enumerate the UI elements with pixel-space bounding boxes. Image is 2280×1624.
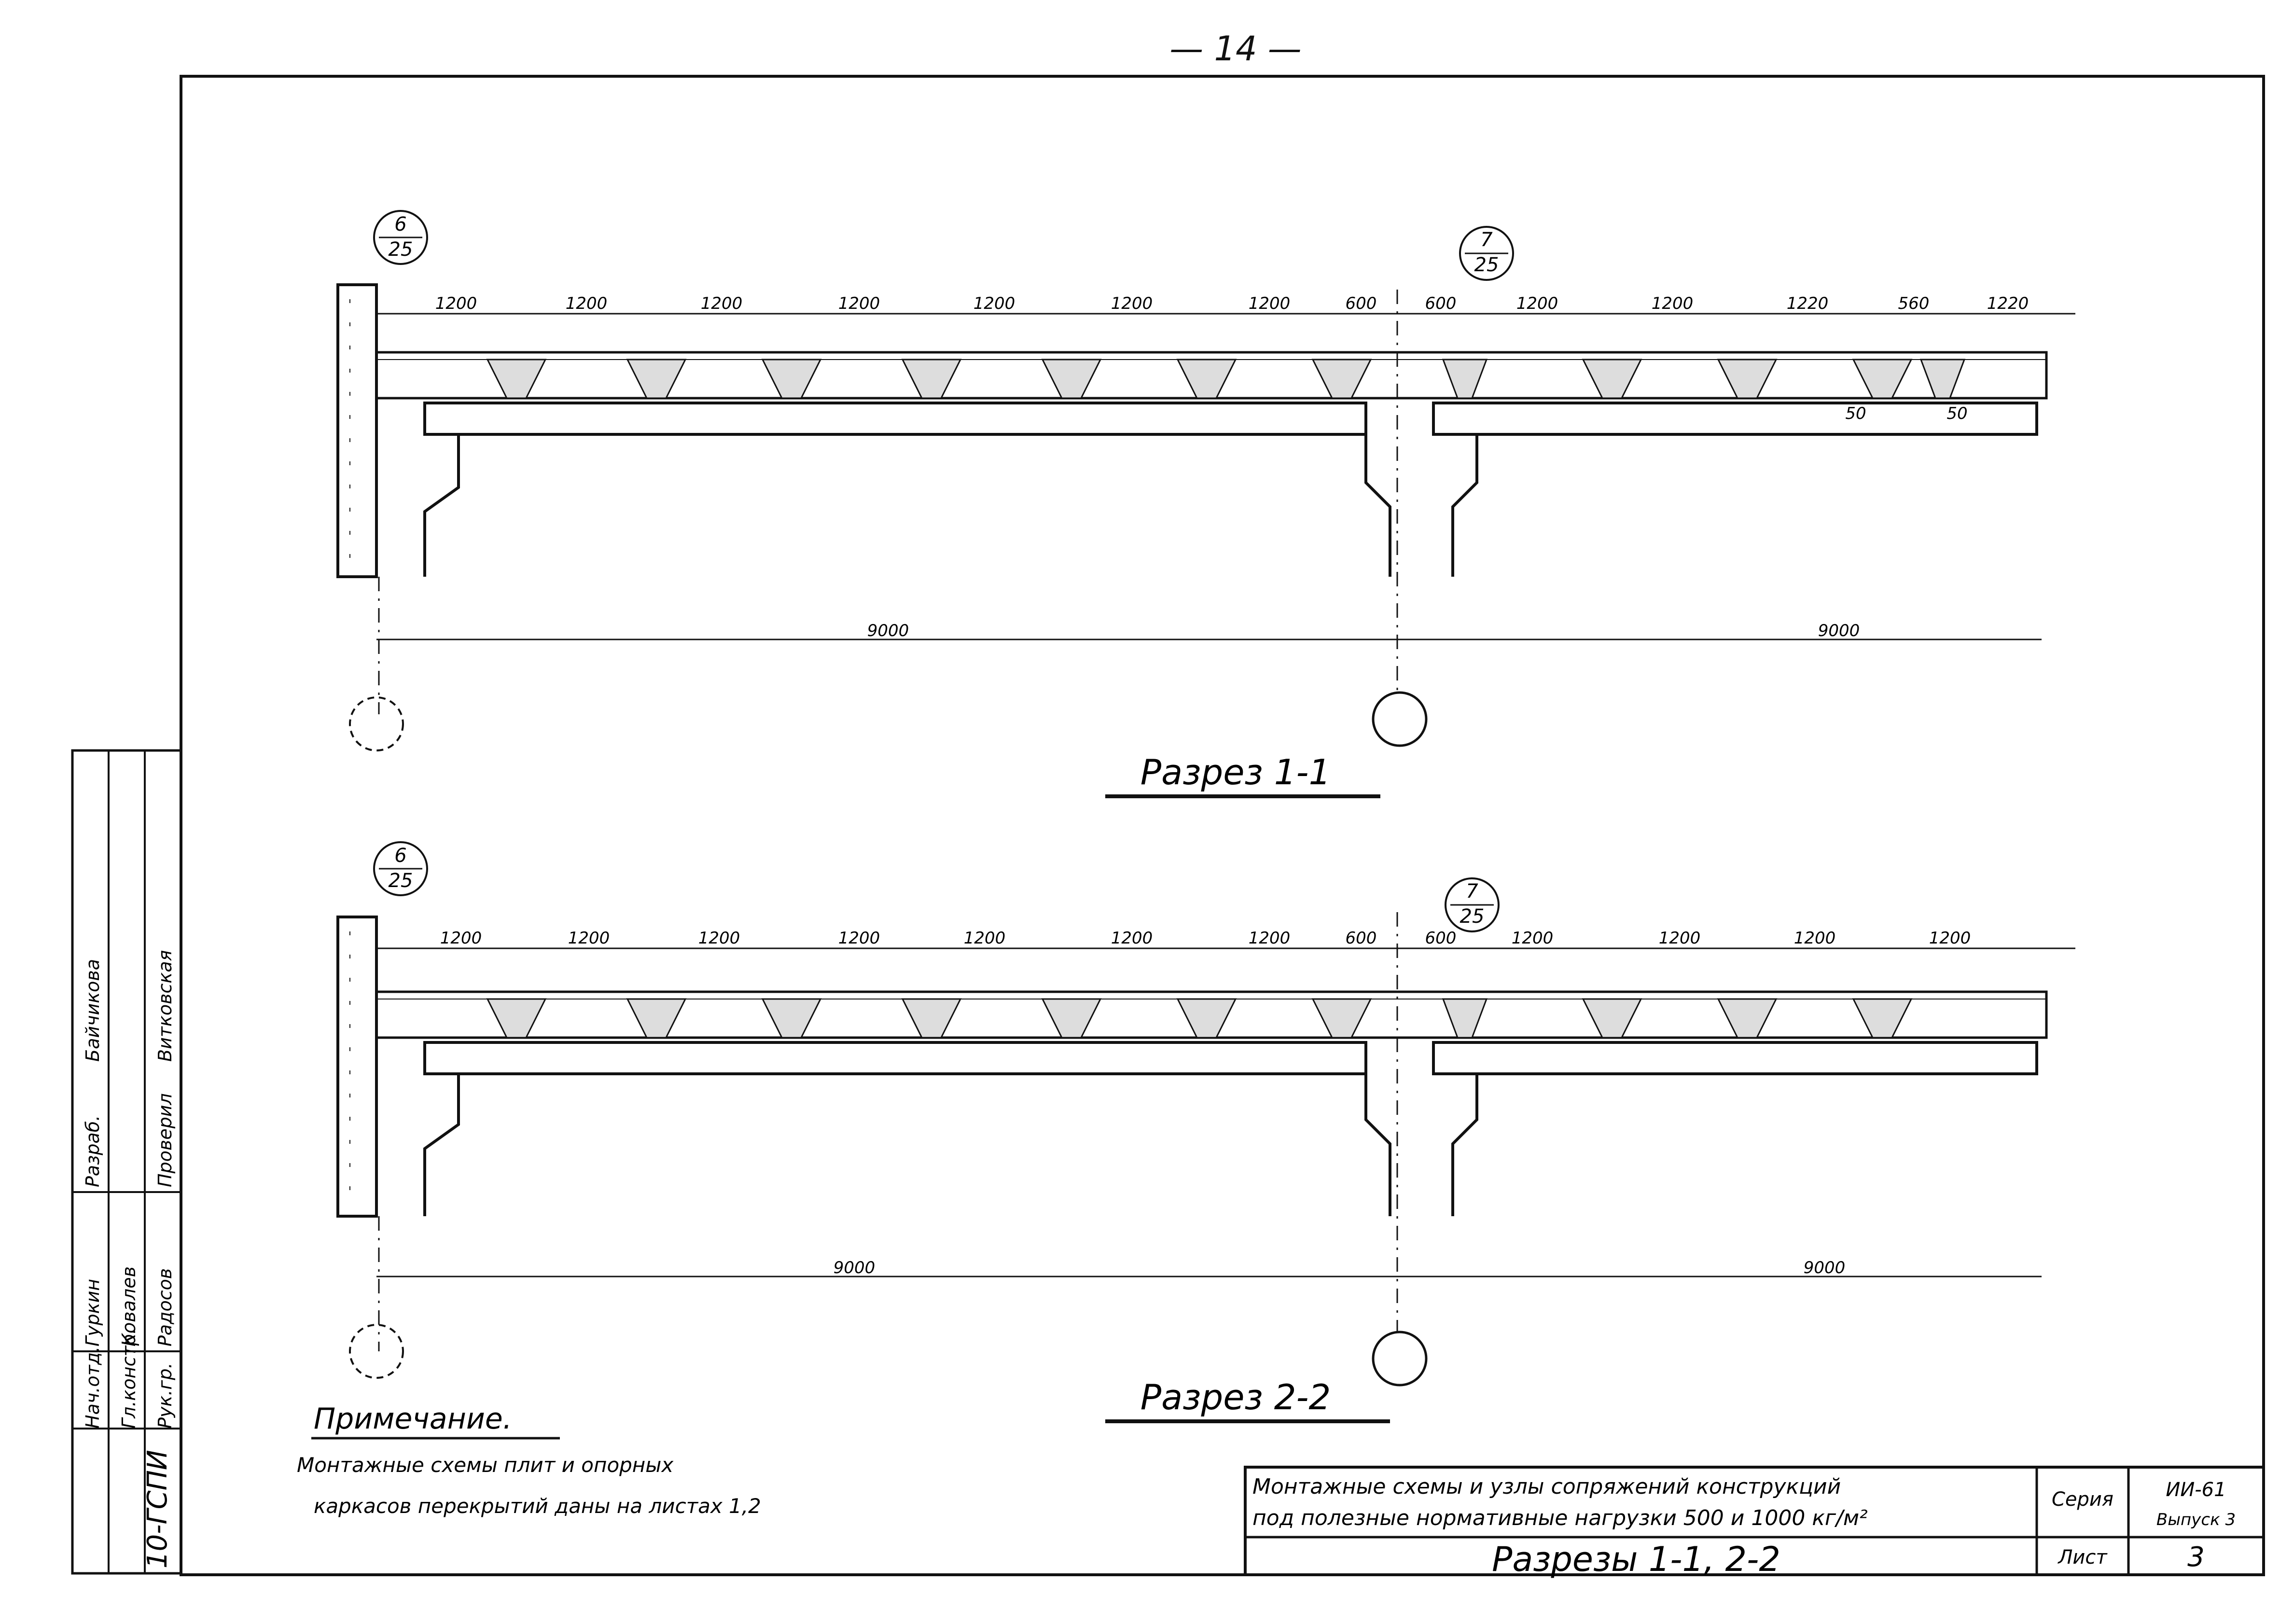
beam-right bbox=[1432, 402, 2038, 436]
node-ref-center-top: 7 bbox=[1480, 229, 1493, 251]
note-line-1: Монтажные схемы плит и опорных bbox=[297, 1453, 674, 1477]
stamp-name: Ковалев bbox=[118, 1266, 139, 1346]
span-label: 9000 bbox=[867, 621, 909, 640]
note-block: Примечание. Монтажные схемы плит и опорн… bbox=[297, 1402, 761, 1518]
dim-label: 1200 bbox=[838, 294, 880, 313]
stamp-name: Байчикова bbox=[82, 959, 103, 1062]
dim-label: 600 bbox=[1346, 294, 1377, 313]
beam-right bbox=[1432, 1041, 2038, 1075]
column bbox=[1364, 434, 1478, 577]
span-label: 9000 bbox=[834, 1258, 876, 1277]
axis-marker-left bbox=[349, 1324, 404, 1379]
tb-issue-value: Выпуск 3 bbox=[2156, 1510, 2236, 1529]
dim-label: 560 bbox=[1898, 294, 1930, 313]
title-block: Монтажные схемы и узлы сопряжений констр… bbox=[1244, 1466, 2265, 1579]
stamp-org: 10-ГСПИ bbox=[142, 1450, 173, 1568]
span-label: 9000 bbox=[1804, 1258, 1846, 1277]
section-1-1: 6 25 7 25 1200 1200 1200 1200 1200 1200 … bbox=[336, 210, 2075, 798]
span-label: 9000 bbox=[1818, 621, 1860, 640]
column bbox=[1364, 1074, 1478, 1216]
dim-label: 1200 bbox=[435, 294, 477, 313]
tb-description-1: Монтажные схемы и узлы сопряжений констр… bbox=[1252, 1474, 1841, 1499]
dim-label: 1200 bbox=[973, 294, 1015, 313]
node-ref-center-bottom: 25 bbox=[1460, 905, 1485, 928]
dim-label: 1200 bbox=[440, 929, 482, 948]
beam-left bbox=[423, 1041, 1367, 1075]
node-ref-center-top: 7 bbox=[1466, 880, 1478, 902]
stamp-name: Гуркин bbox=[82, 1279, 103, 1346]
dim-label: 1220 bbox=[1787, 294, 1829, 313]
dim-label: 1200 bbox=[1249, 929, 1291, 948]
stamp-role: Проверил bbox=[154, 1093, 176, 1187]
wall-left bbox=[336, 283, 378, 578]
tb-series-value: ИИ-61 bbox=[2166, 1479, 2226, 1501]
tb-sheet-label: Лист bbox=[2057, 1546, 2108, 1568]
approval-stamp: 10-ГСПИ Нач.отд. Гл.констр. Рук.гр. Гурк… bbox=[71, 749, 182, 1575]
axis-marker-left bbox=[349, 696, 404, 751]
dim-label: 1200 bbox=[1794, 929, 1836, 948]
stamp-role: Гл.констр. bbox=[118, 1328, 139, 1429]
stamp-name: Радосов bbox=[154, 1268, 176, 1346]
section-title: Разрез 1-1 bbox=[1140, 752, 1331, 792]
dim-label: 1200 bbox=[838, 929, 880, 948]
dim-label: 1200 bbox=[1929, 929, 1971, 948]
beam-left bbox=[423, 402, 1367, 436]
note-heading: Примечание. bbox=[314, 1402, 512, 1436]
note-line-2: каркасов перекрытий даны на листах 1,2 bbox=[314, 1494, 761, 1518]
node-ref-left-bottom: 25 bbox=[389, 238, 413, 261]
section-2-2: 6 25 7 25 1200 1200 1200 1200 1200 1200 … bbox=[336, 841, 2075, 1423]
axis-marker-center bbox=[1372, 1331, 1428, 1387]
tb-series-label: Серия bbox=[2052, 1488, 2113, 1511]
dim-label: 1200 bbox=[566, 294, 608, 313]
dim-label-small: 50 bbox=[1845, 404, 1866, 423]
dim-label: 600 bbox=[1425, 294, 1457, 313]
dim-label: 1200 bbox=[701, 294, 743, 313]
dim-label: 1200 bbox=[1652, 294, 1694, 313]
dim-label: 1200 bbox=[1249, 294, 1291, 313]
section-title: Разрез 2-2 bbox=[1140, 1377, 1331, 1417]
dim-label-small: 50 bbox=[1946, 404, 1967, 423]
dim-label: 1200 bbox=[964, 929, 1006, 948]
dim-label: 1200 bbox=[568, 929, 610, 948]
page-number: — 14 — bbox=[1169, 29, 1302, 69]
tb-sheet-title: Разрезы 1-1, 2-2 bbox=[1492, 1540, 1780, 1579]
stamp-role: Разраб. bbox=[82, 1115, 103, 1187]
stamp-role: Нач.отд. bbox=[82, 1346, 103, 1429]
dim-label: 1200 bbox=[1659, 929, 1701, 948]
node-ref-left-bottom: 25 bbox=[389, 870, 413, 892]
tb-description-2: под полезные нормативные нагрузки 500 и … bbox=[1252, 1506, 1868, 1530]
tb-sheet-value: 3 bbox=[2187, 1541, 2205, 1573]
dim-label: 600 bbox=[1346, 929, 1377, 948]
dim-label: 1220 bbox=[1987, 294, 2029, 313]
axis-marker-center bbox=[1372, 691, 1428, 747]
dim-label: 1200 bbox=[698, 929, 740, 948]
node-ref-center-bottom: 25 bbox=[1474, 254, 1499, 276]
dim-label: 1200 bbox=[1111, 294, 1153, 313]
dim-label: 1200 bbox=[1512, 929, 1554, 948]
drawing-frame bbox=[180, 75, 2265, 1576]
stamp-role: Рук.гр. bbox=[154, 1362, 176, 1429]
stamp-name: Витковская bbox=[154, 950, 176, 1062]
node-ref-left-top: 6 bbox=[394, 845, 406, 867]
dim-label: 1200 bbox=[1516, 294, 1558, 313]
node-ref-left-top: 6 bbox=[394, 213, 406, 236]
dim-label: 1200 bbox=[1111, 929, 1153, 948]
wall-left bbox=[336, 916, 378, 1218]
dim-label: 600 bbox=[1425, 929, 1457, 948]
